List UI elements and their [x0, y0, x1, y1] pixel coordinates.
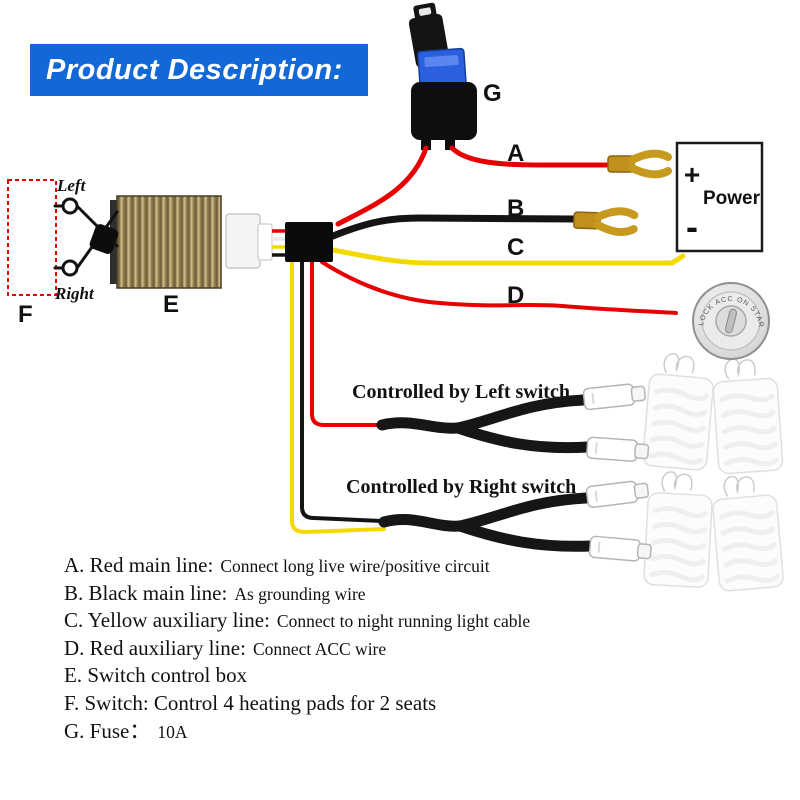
legend-detail: Connect long live wire/positive circuit: [220, 556, 490, 576]
label-a: A: [507, 140, 524, 167]
heating-pad: [642, 352, 716, 471]
legend-row-g: G. Fuse： 10A: [64, 718, 664, 746]
heating-pad: [710, 473, 784, 592]
power-box: + Power -: [675, 141, 764, 253]
label-c: C: [507, 234, 524, 261]
plus-sign: +: [684, 159, 700, 190]
wire-junction: [285, 222, 333, 262]
label-b: B: [507, 195, 524, 222]
legend-row-e: E. Switch control box: [64, 662, 664, 690]
switch-assembly: Left Right: [7, 176, 119, 303]
legend-row-a: A. Red main line: Connect long live wire/…: [64, 552, 664, 580]
switch-connector-blob: [89, 224, 119, 254]
label-d: D: [507, 282, 524, 309]
page-title: Product Description:: [46, 53, 343, 86]
control-box: [110, 195, 287, 289]
box-connector: [225, 213, 261, 269]
legend-label: E. Switch control box: [64, 663, 248, 688]
yellow-wire-to-right-cable: [290, 260, 386, 535]
left-switch-terminal: [61, 197, 79, 215]
heating-pad: [711, 356, 783, 474]
right-cable-label: Controlled by Right switch: [346, 476, 576, 498]
label-f: F: [18, 301, 33, 328]
legend-detail: Connect to night running light cable: [276, 611, 531, 632]
label-e: E: [163, 291, 179, 318]
legend-label: C. Yellow auxiliary line:: [64, 608, 270, 633]
legend-label: G. Fuse：: [64, 718, 151, 743]
legend-row-c: C. Yellow auxiliary line: Connect to nigh…: [64, 607, 664, 635]
black-wire-to-right-cable: [300, 260, 384, 523]
right-switch-label: Right: [54, 284, 95, 303]
wire-c-yellow: [330, 247, 686, 266]
red-wire-to-left-cable: [310, 260, 384, 427]
label-g: G: [483, 80, 502, 107]
legend-detail: 10A: [157, 721, 188, 742]
key-slot: [724, 308, 738, 334]
right-switch-terminal: [61, 259, 79, 277]
legend-detail: Connect ACC wire: [252, 638, 387, 659]
wire-d-red: [320, 260, 678, 315]
switch-dashed-box: [7, 179, 57, 296]
left-switch-label: Left: [56, 176, 87, 195]
wire-a-red: [449, 145, 613, 168]
fork-terminal-b: [574, 210, 635, 233]
legend-label: A. Red main line:: [64, 553, 214, 577]
left-cable-label: Controlled by Left switch: [352, 381, 570, 403]
right-switch-cable: [378, 478, 653, 564]
fuse-holder: [408, 2, 477, 150]
pad-connector: [585, 436, 650, 464]
pad-connector: [585, 478, 651, 509]
left-switch-cable: [376, 381, 650, 464]
minus-sign: -: [686, 206, 698, 247]
red-wire-fuse-to-junction: [335, 145, 429, 227]
legend: A. Red main line: Connect long live wire/…: [64, 552, 664, 745]
banner: Product Description:: [30, 44, 368, 96]
legend-row-f: F. Switch: Control 4 heating pads for 2 …: [64, 690, 664, 718]
legend-detail: As grounding wire: [234, 583, 366, 604]
power-label: Power: [703, 188, 761, 209]
pad-connector: [582, 381, 647, 411]
ignition-switch: LOCK ACC ON START: [0, 0, 770, 360]
fork-terminal-a: [608, 154, 668, 175]
legend-row-b: B. Black main line: As grounding wire: [64, 580, 664, 608]
wire-b-black: [329, 214, 580, 240]
legend-label: F. Switch: Control 4 heating pads for 2 …: [64, 690, 437, 715]
legend-label: D. Red auxiliary line:: [64, 635, 246, 660]
legend-row-d: D. Red auxiliary line: Connect ACC wire: [64, 635, 664, 663]
legend-label: B. Black main line:: [64, 580, 228, 605]
